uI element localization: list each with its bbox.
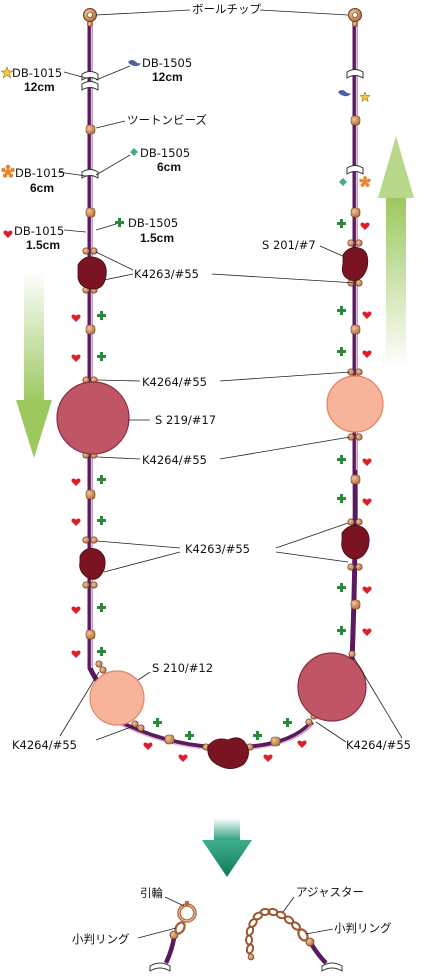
- s201-label: S 201/#7: [262, 238, 316, 252]
- adjuster-label: アジャスター: [296, 885, 364, 899]
- k4264-label-b: K4264/#55: [142, 453, 207, 467]
- k4263-dark-beads: [77, 247, 370, 769]
- ball-tip-right: [348, 8, 362, 27]
- db1505-12-length: 12cm: [152, 70, 183, 84]
- db1015-12-label: DB-1015: [12, 66, 62, 80]
- s219-label: S 219/#17: [155, 413, 216, 427]
- cross-icons: [97, 218, 346, 740]
- oval-ring-right-label: 小判リング: [334, 921, 392, 935]
- db1505-15-label: DB-1505: [128, 216, 178, 230]
- ball-tip-label: ボールチップ: [192, 2, 261, 16]
- heart-icons: [3, 222, 372, 762]
- pull-ring-clasp: [149, 901, 197, 972]
- k4264-label-a: K4264/#55: [142, 375, 207, 389]
- s210-light-bead: [89, 670, 145, 726]
- s219-light-bead-right: [326, 375, 384, 433]
- leader-lines: [57, 9, 403, 743]
- db1015-12-length: 12cm: [24, 80, 55, 94]
- oval-ring-left-label: 小判リング: [72, 932, 130, 946]
- bird-icon: [128, 60, 351, 97]
- adjuster-chain: [245, 907, 343, 972]
- db1505-6-label: DB-1505: [140, 146, 190, 160]
- db1015-15-length: 1.5cm: [26, 238, 60, 252]
- k4264-label-left: K4264/#55: [12, 738, 77, 752]
- diamond-icon: [130, 148, 347, 186]
- k4263-label-b: K4263/#55: [185, 542, 250, 556]
- k4263-label-a: K4263/#55: [134, 267, 199, 281]
- db1505-15-length: 1.5cm: [140, 231, 174, 245]
- two-tone-beads: [85, 115, 361, 747]
- direction-arrow-down: [16, 272, 52, 458]
- two-tone-beads-label: ツートンビーズ: [127, 113, 207, 127]
- s210-label: S 210/#12: [152, 661, 213, 675]
- necklace-cord: [87, 19, 358, 751]
- s219-large-bead: [56, 381, 130, 455]
- cord-break-marks: [81, 69, 364, 179]
- direction-arrow-up: [378, 136, 414, 368]
- pull-ring-label: 引輪: [140, 886, 163, 900]
- db1015-6-label: DB-1015: [15, 166, 65, 180]
- flower-icon: [1, 164, 371, 187]
- assembly-arrow: [202, 818, 252, 877]
- star-icon: [0, 66, 371, 103]
- s210-large-bead-right: [297, 652, 367, 722]
- k4264-label-right: K4264/#55: [346, 738, 411, 752]
- db1505-6-length: 6cm: [157, 160, 181, 174]
- db1015-15-label: DB-1015: [14, 224, 64, 238]
- db1015-6-length: 6cm: [30, 181, 54, 195]
- db1505-12-label: DB-1505: [142, 56, 192, 70]
- ball-tip-left: [83, 8, 97, 27]
